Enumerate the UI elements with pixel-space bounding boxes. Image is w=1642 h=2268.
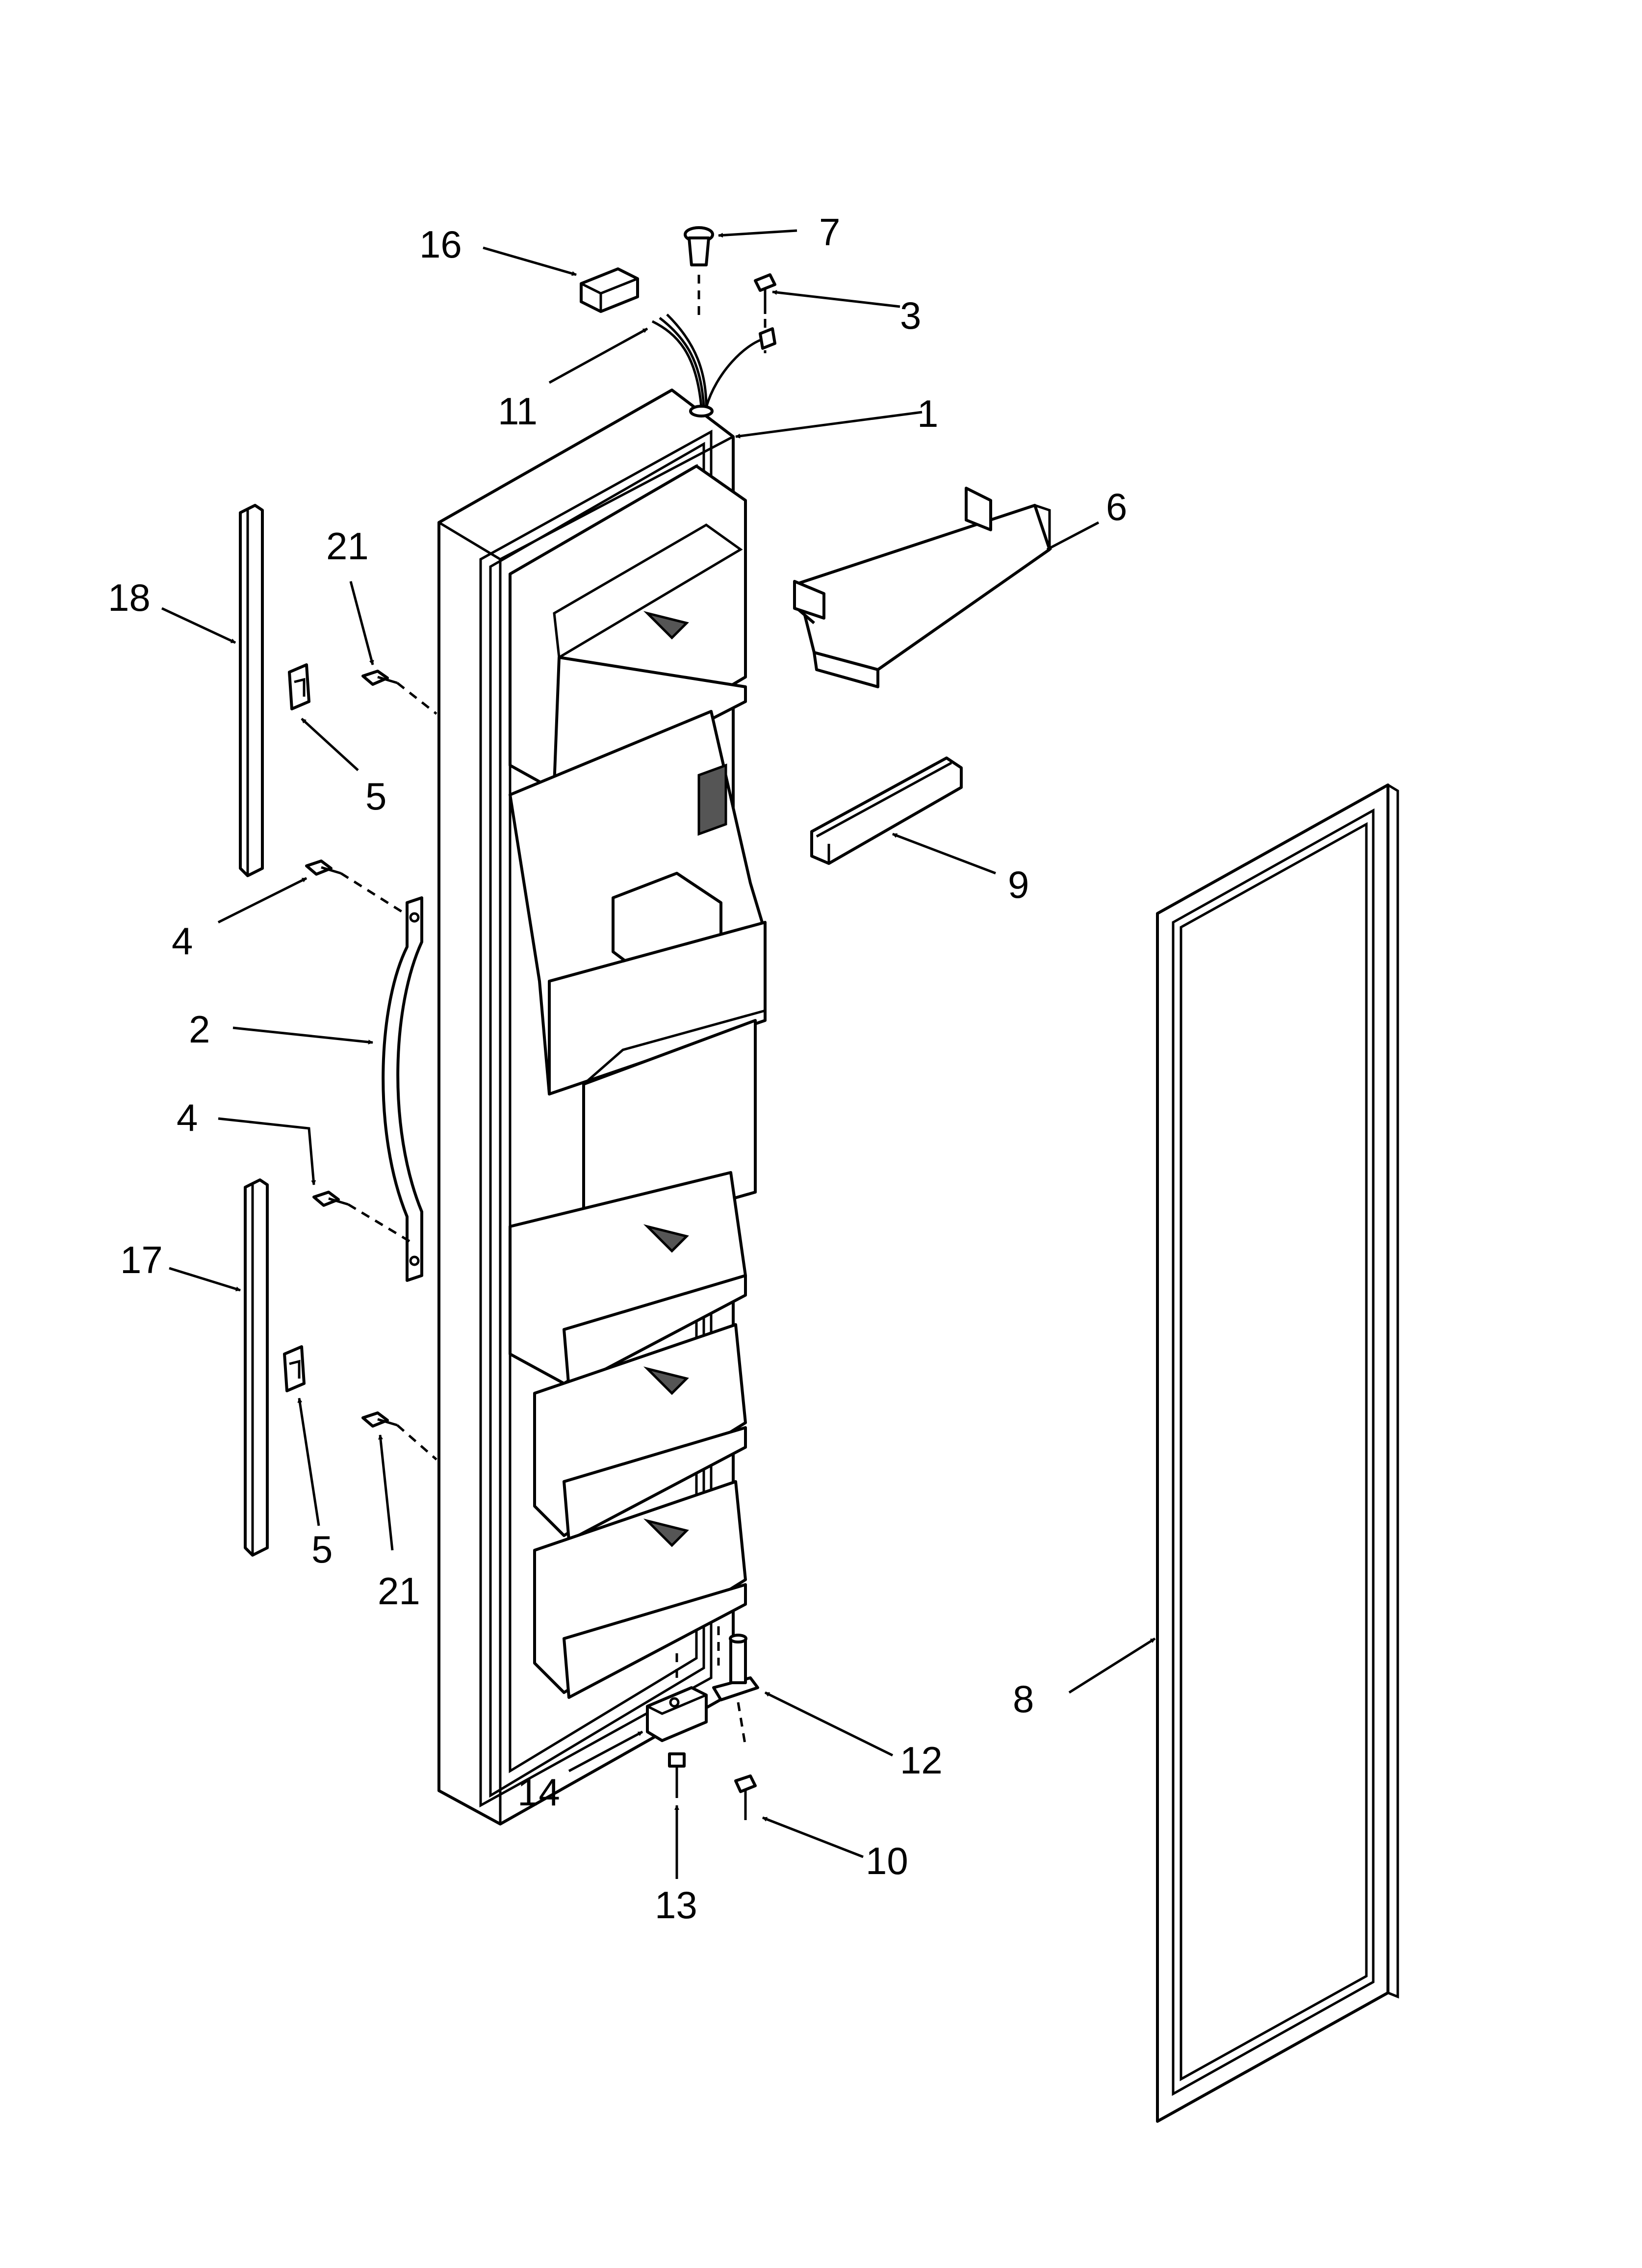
connector-16 xyxy=(580,267,639,313)
hinge-cover-14 xyxy=(646,1653,708,1742)
callout-12: 12 xyxy=(900,1739,943,1782)
door-handle xyxy=(382,896,423,1282)
leader-lines xyxy=(161,229,1156,1879)
callout-5-lower: 5 xyxy=(311,1528,333,1571)
hinge-pin-12 xyxy=(712,1626,759,1747)
door-bin xyxy=(793,487,1051,688)
callout-2: 2 xyxy=(189,1008,210,1051)
callout-6: 6 xyxy=(1106,485,1127,528)
clip-upper xyxy=(288,663,310,710)
callout-1: 1 xyxy=(917,392,938,435)
callout-labels: 1 2 3 4 4 5 5 6 7 8 9 10 11 12 13 14 16 … xyxy=(108,210,1127,1927)
screw-21-upper xyxy=(361,670,437,715)
callout-5-upper: 5 xyxy=(365,775,386,818)
screw-10 xyxy=(734,1774,757,1820)
callout-17: 17 xyxy=(120,1238,163,1281)
callout-10: 10 xyxy=(866,1839,908,1882)
callout-21-upper: 21 xyxy=(326,524,369,568)
handle-trim-upper xyxy=(239,504,264,877)
callout-21-lower: 21 xyxy=(378,1569,420,1613)
screw-21-lower xyxy=(361,1411,437,1460)
wire-harness-11 xyxy=(651,313,776,408)
callout-8: 8 xyxy=(1013,1677,1034,1721)
screw-13 xyxy=(668,1752,686,1798)
channel-trim xyxy=(810,756,963,865)
handle-trim-lower xyxy=(244,1178,269,1557)
callout-11: 11 xyxy=(498,390,538,433)
door-assembly xyxy=(437,389,767,1825)
callout-13: 13 xyxy=(655,1883,697,1927)
screw-4-upper xyxy=(305,860,408,916)
clip-lower xyxy=(283,1345,306,1392)
callout-18: 18 xyxy=(108,576,151,619)
callout-7: 7 xyxy=(819,210,840,254)
callout-4-upper: 4 xyxy=(172,919,193,963)
door-gasket xyxy=(1156,783,1399,2123)
callout-14: 14 xyxy=(517,1771,560,1814)
callout-16: 16 xyxy=(419,223,462,266)
callout-3: 3 xyxy=(900,294,921,337)
plug-7 xyxy=(684,226,714,319)
screw-4-lower xyxy=(312,1191,410,1243)
callout-4-lower: 4 xyxy=(177,1096,198,1139)
callout-9: 9 xyxy=(1008,863,1029,906)
